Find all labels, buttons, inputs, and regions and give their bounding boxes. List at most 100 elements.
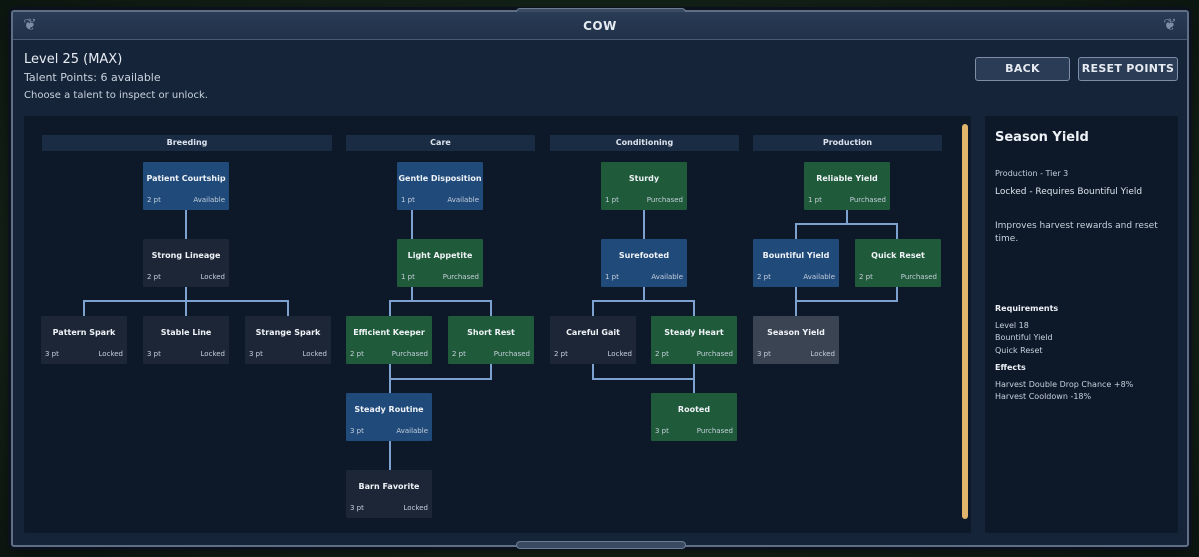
bottom-ornament (516, 541, 686, 549)
effect-item: Harvest Double Drop Chance +8% (995, 380, 1134, 389)
talent-state: Purchased (849, 196, 886, 204)
back-button[interactable]: BACK (975, 57, 1070, 81)
talent-season-yield[interactable]: Season Yield 3 pt Locked (753, 316, 839, 364)
talent-links (83, 210, 898, 470)
talent-state: Locked (607, 350, 632, 358)
talent-name: Steady Routine (354, 405, 424, 414)
talent-name: Steady Heart (664, 328, 724, 337)
talent-light-appetite[interactable]: Light Appetite 1 pt Purchased (397, 239, 483, 287)
talent-state: Purchased (646, 196, 683, 204)
talent-cost: 3 pt (350, 504, 364, 512)
talent-state: Available (396, 427, 428, 435)
talent-name: Gentle Disposition (398, 174, 482, 183)
talent-name: Careful Gait (566, 328, 620, 337)
talent-sturdy[interactable]: Sturdy 1 pt Purchased (601, 162, 687, 210)
talent-name: Light Appetite (407, 251, 473, 260)
talent-name: Barn Favorite (358, 482, 420, 491)
header-info: Level 25 (MAX) Talent Points: 6 availabl… (24, 52, 208, 101)
requirement-item: Bountiful Yield (995, 333, 1053, 343)
talent-name: Pattern Spark (52, 328, 116, 337)
talent-name: Strong Lineage (151, 251, 221, 260)
talent-name: Patient Courtship (146, 174, 226, 183)
talent-stable-line[interactable]: Stable Line 3 pt Locked (143, 316, 229, 364)
column-header-conditioning: Conditioning (550, 135, 739, 151)
talent-cost: 1 pt (605, 196, 619, 204)
talent-gentle-disposition[interactable]: Gentle Disposition 1 pt Available (397, 162, 483, 210)
talent-state: Purchased (493, 350, 530, 358)
talent-steady-heart[interactable]: Steady Heart 2 pt Purchased (651, 316, 737, 364)
talent-state: Available (651, 273, 683, 281)
talent-short-rest[interactable]: Short Rest 2 pt Purchased (448, 316, 534, 364)
requirement-item: Quick Reset (995, 345, 1043, 355)
talent-barn-favorite[interactable]: Barn Favorite 3 pt Locked (346, 470, 432, 518)
talent-cost: 2 pt (655, 350, 669, 358)
talent-cost: 1 pt (401, 273, 415, 281)
talent-steady-routine[interactable]: Steady Routine 3 pt Available (346, 393, 432, 441)
talent-cost: 2 pt (757, 273, 771, 281)
corner-ornament-icon: ❦ (23, 15, 37, 34)
talent-state: Available (447, 196, 479, 204)
hint-label: Choose a talent to inspect or unlock. (24, 90, 208, 101)
talent-name: Quick Reset (871, 251, 925, 260)
talent-efficient-keeper[interactable]: Efficient Keeper 2 pt Purchased (346, 316, 432, 364)
talent-name: Sturdy (628, 174, 660, 183)
talent-cost: 3 pt (757, 350, 771, 358)
talent-cost: 3 pt (147, 350, 161, 358)
talent-window: COW ❦ ❦ Level 25 (MAX) Talent Points: 6 … (11, 8, 1189, 549)
talent-state: Available (193, 196, 225, 204)
talent-patient-courtship[interactable]: Patient Courtship 2 pt Available (143, 162, 229, 210)
talent-cost: 2 pt (859, 273, 873, 281)
talent-strong-lineage[interactable]: Strong Lineage 2 pt Locked (143, 239, 229, 287)
talent-name: Strange Spark (255, 328, 321, 337)
talent-state: Purchased (696, 350, 733, 358)
talent-cost: 2 pt (350, 350, 364, 358)
talent-state: Locked (810, 350, 835, 358)
talent-quick-reset[interactable]: Quick Reset 2 pt Purchased (855, 239, 941, 287)
talent-state: Purchased (696, 427, 733, 435)
talent-name: Rooted (677, 405, 711, 414)
talent-state: Locked (200, 350, 225, 358)
requirements-list: Level 18 Bountiful Yield Quick Reset (995, 320, 1053, 357)
talent-cost: 1 pt (808, 196, 822, 204)
talent-state: Available (803, 273, 835, 281)
column-header-production: Production (753, 135, 942, 151)
talent-state: Purchased (442, 273, 479, 281)
talent-state: Purchased (900, 273, 937, 281)
detail-lock-status: Locked - Requires Bountiful Yield (995, 187, 1143, 197)
talent-surefooted[interactable]: Surefooted 1 pt Available (601, 239, 687, 287)
talent-tree-panel: Breeding Care Conditioning Production Pa… (24, 116, 971, 533)
talent-state: Purchased (391, 350, 428, 358)
talent-points-label: Talent Points: 6 available (24, 71, 161, 84)
talent-state: Locked (403, 504, 428, 512)
talent-cost: 2 pt (147, 273, 161, 281)
tree-scrollbar[interactable] (962, 124, 968, 519)
corner-ornament-icon: ❦ (1163, 15, 1177, 34)
talent-careful-gait[interactable]: Careful Gait 2 pt Locked (550, 316, 636, 364)
talent-cost: 1 pt (605, 273, 619, 281)
talent-name: Stable Line (160, 328, 212, 337)
requirements-label: Requirements (995, 304, 1059, 313)
talent-cost: 1 pt (401, 196, 415, 204)
talent-cost: 2 pt (452, 350, 466, 358)
talent-name: Efficient Keeper (353, 328, 425, 337)
detail-description: Improves harvest rewards and reset time. (995, 221, 1158, 245)
talent-state: Locked (98, 350, 123, 358)
talent-cost: 2 pt (554, 350, 568, 358)
talent-rooted[interactable]: Rooted 3 pt Purchased (651, 393, 737, 441)
talent-cost: 3 pt (249, 350, 263, 358)
talent-name: Reliable Yield (816, 174, 878, 183)
talent-name: Surefooted (618, 251, 670, 260)
talent-cost: 3 pt (45, 350, 59, 358)
talent-pattern-spark[interactable]: Pattern Spark 3 pt Locked (41, 316, 127, 364)
effect-item: Harvest Cooldown -18% (995, 392, 1092, 402)
talent-name: Season Yield (767, 328, 825, 337)
column-header-breeding: Breeding (42, 135, 332, 151)
level-label: Level 25 (MAX) (24, 52, 123, 67)
reset-points-button[interactable]: RESET POINTS (1078, 57, 1178, 81)
talent-strange-spark[interactable]: Strange Spark 3 pt Locked (245, 316, 331, 364)
talent-state: Locked (302, 350, 327, 358)
effects-list: Harvest Double Drop Chance +8% Harvest C… (995, 379, 1133, 404)
talent-state: Locked (200, 273, 225, 281)
talent-reliable-yield[interactable]: Reliable Yield 1 pt Purchased (804, 162, 890, 210)
talent-bountiful-yield[interactable]: Bountiful Yield 2 pt Available (753, 239, 839, 287)
